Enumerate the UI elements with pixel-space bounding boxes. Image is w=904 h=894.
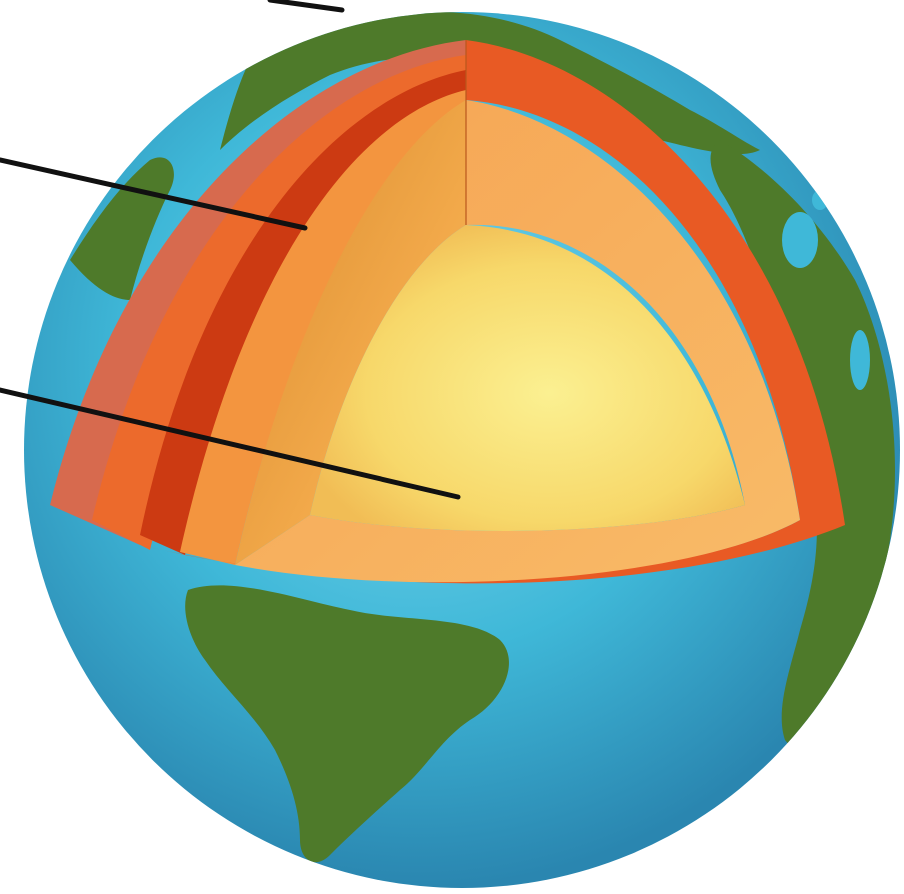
- layer-dark-band-left: [140, 70, 466, 555]
- layer-mantle-right: [235, 100, 800, 583]
- leader-line-crust: [267, 0, 345, 13]
- layer-outer-core: [235, 100, 466, 565]
- cutaway: [50, 40, 845, 584]
- leader-line-mantle: [0, 157, 308, 231]
- leader-lines: [0, 0, 461, 500]
- continent-south-america: [185, 585, 509, 863]
- layer-inner-core: [310, 225, 745, 532]
- layer-crust-right: [140, 40, 845, 584]
- leader-line-core: [0, 387, 461, 500]
